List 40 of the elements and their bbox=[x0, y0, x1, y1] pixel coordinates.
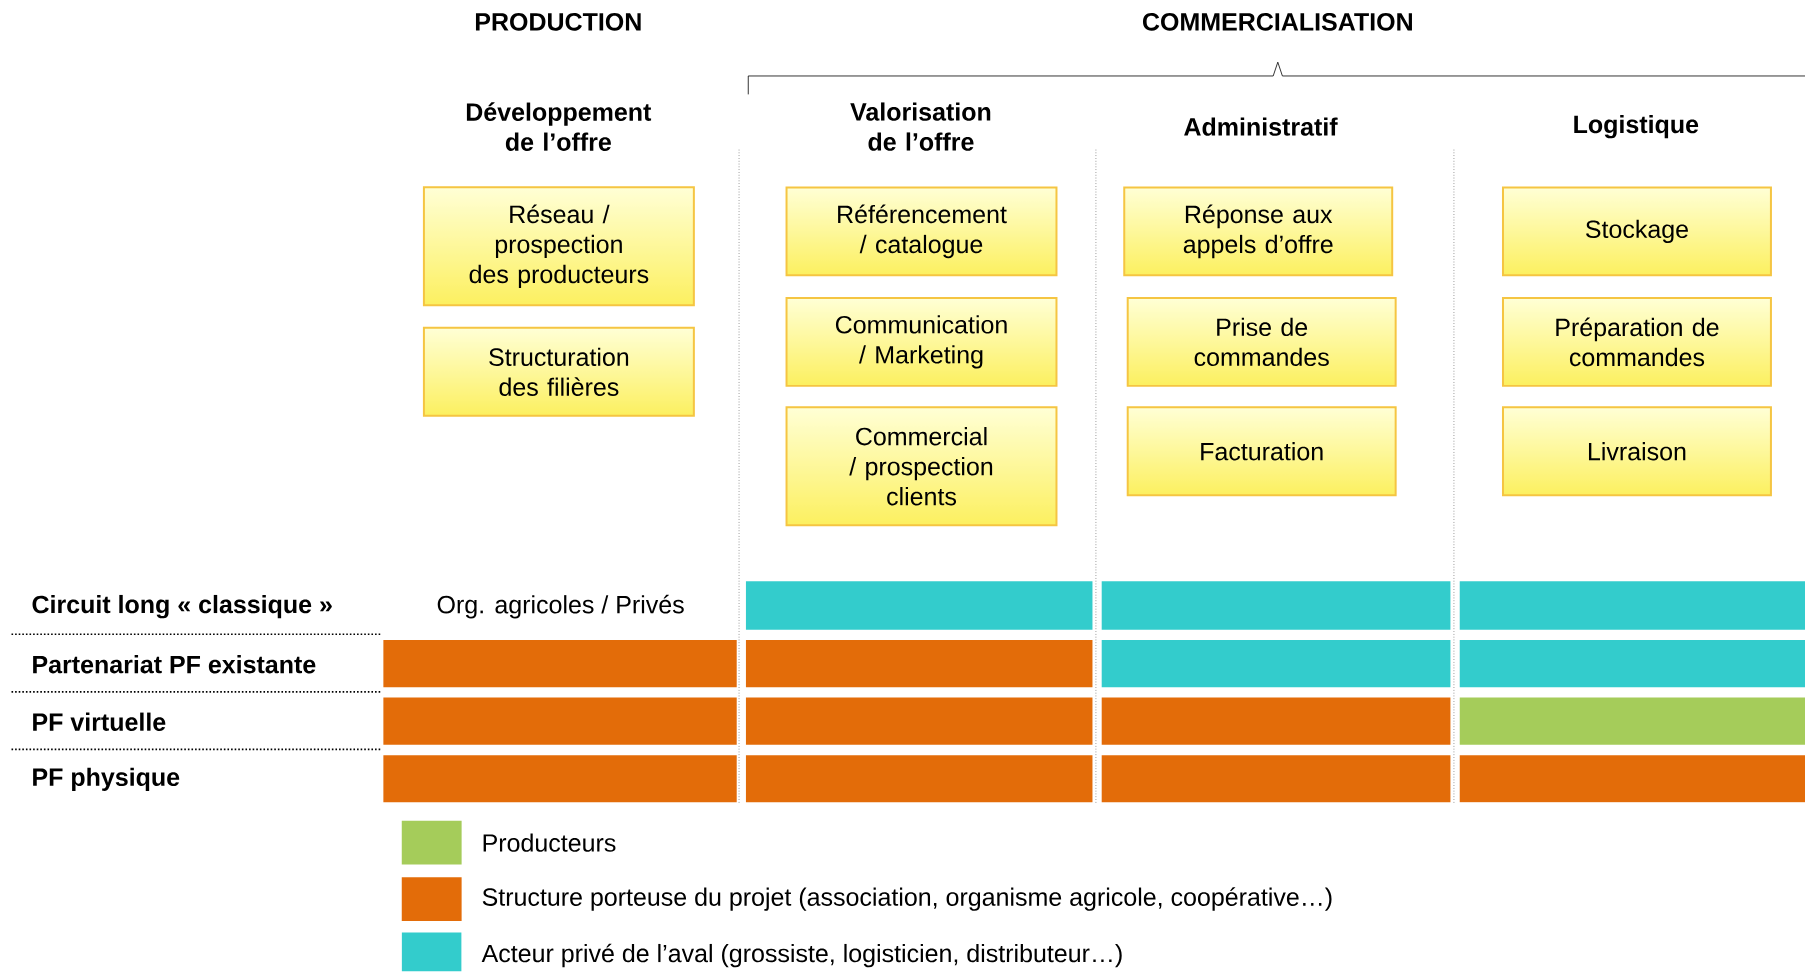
color-bar bbox=[1101, 640, 1451, 688]
process-box: Facturation bbox=[1126, 406, 1397, 497]
row-label: PF virtuelle bbox=[33, 712, 166, 732]
color-bar bbox=[1459, 697, 1805, 745]
section-heading: PRODUCTION bbox=[475, 13, 641, 31]
process-box: Stockage bbox=[1502, 186, 1772, 277]
legend-text: Acteur privé de l’aval (grossiste, logisticien, distributeur…) bbox=[481, 943, 1122, 968]
process-box: Commercial / prospection clients bbox=[785, 406, 1058, 527]
process-box: Prise de commandes bbox=[1126, 297, 1397, 388]
color-bar bbox=[745, 755, 1093, 803]
color-bar bbox=[383, 640, 737, 688]
process-box: Communication / Marketing bbox=[785, 297, 1058, 388]
process-box: Référencement / catalogue bbox=[785, 186, 1058, 277]
process-box: Livraison bbox=[1502, 406, 1772, 497]
color-bar bbox=[1101, 755, 1451, 803]
color-bar bbox=[1101, 581, 1451, 630]
color-bar bbox=[745, 697, 1093, 745]
section-heading: COMMERCIALISATION bbox=[1143, 13, 1412, 31]
process-box: Réponse aux appels d’offre bbox=[1123, 186, 1394, 277]
row-label: Partenariat PF existante bbox=[33, 655, 316, 674]
color-bar bbox=[745, 581, 1093, 630]
column-heading: Développement de l’offre bbox=[466, 102, 652, 152]
color-bar bbox=[1459, 640, 1805, 688]
row-label: Circuit long « classique » bbox=[32, 595, 332, 619]
color-bar bbox=[1101, 697, 1451, 745]
color-bar bbox=[383, 697, 737, 745]
legend-text: Structure porteuse du projet (association, organisme agricole, coopérative…) bbox=[482, 887, 1332, 912]
row-label: PF physique bbox=[33, 767, 180, 792]
color-bar bbox=[1459, 755, 1805, 803]
color-bar bbox=[1459, 581, 1805, 630]
process-box: Structuration des filières bbox=[422, 327, 695, 418]
color-bar bbox=[383, 755, 737, 803]
process-box: Réseau / prospection des producteurs bbox=[422, 186, 695, 307]
cell-text: Org. agricoles / Privés bbox=[437, 595, 684, 619]
process-box: Préparation de commandes bbox=[1502, 297, 1772, 388]
column-heading: Administratif bbox=[1184, 117, 1338, 136]
column-heading: Valorisation de l’offre bbox=[850, 102, 991, 151]
column-heading: Logistique bbox=[1574, 115, 1699, 139]
color-bar bbox=[745, 640, 1093, 688]
legend-text: Producteurs bbox=[483, 833, 616, 853]
